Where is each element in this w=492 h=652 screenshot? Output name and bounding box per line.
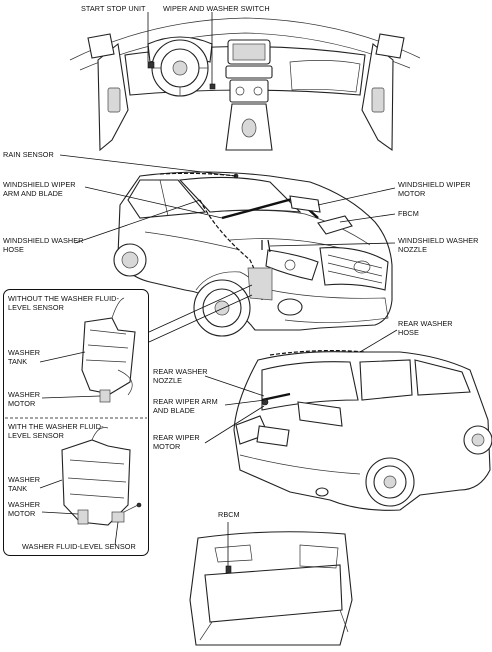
rear-car-illustration xyxy=(204,329,492,511)
cargo-area-illustration xyxy=(189,522,353,646)
washer-tank-label-1: WASHER TANK xyxy=(8,348,41,366)
rear-wiper-motor-label: REAR WIPER MOTOR xyxy=(153,433,200,451)
washer-fluid-level-sensor-label: WASHER FLUID-LEVEL SENSOR xyxy=(22,542,136,551)
windshield-wiper-motor-label: WINDSHIELD WIPER MOTOR xyxy=(398,180,471,198)
dashboard-illustration xyxy=(69,12,421,152)
start-stop-unit-label: START STOP UNIT xyxy=(81,4,146,13)
washer-tank-illustrations xyxy=(5,297,147,546)
with-fluid-level-sensor-heading: WITH THE WASHER FLUID- LEVEL SENSOR xyxy=(8,422,104,440)
windshield-washer-nozzle-label: WINDSHIELD WASHER NOZZLE xyxy=(398,236,479,254)
washer-motor-label-2: WASHER MOTOR xyxy=(8,500,41,518)
washer-tank-inset xyxy=(3,289,149,556)
rain-sensor-label: RAIN SENSOR xyxy=(3,150,54,159)
washer-motor-label-1: WASHER MOTOR xyxy=(8,390,41,408)
without-fluid-level-sensor-heading: WITHOUT THE WASHER FLUID- LEVEL SENSOR xyxy=(8,294,119,312)
front-car-illustration xyxy=(59,154,396,343)
rear-washer-hose-label: REAR WASHER HOSE xyxy=(398,319,453,337)
windshield-wiper-arm-blade-label: WINDSHIELD WIPER ARM AND BLADE xyxy=(3,180,76,198)
windshield-washer-hose-label: WINDSHIELD WASHER HOSE xyxy=(3,236,84,254)
fbcm-label: FBCM xyxy=(398,209,419,218)
rbcm-label: RBCM xyxy=(218,510,240,519)
rear-washer-nozzle-label: REAR WASHER NOZZLE xyxy=(153,367,208,385)
washer-tank-label-2: WASHER TANK xyxy=(8,475,41,493)
rear-wiper-arm-blade-label: REAR WIPER ARM AND BLADE xyxy=(153,397,218,415)
wiper-washer-switch-label: WIPER AND WASHER SWITCH xyxy=(163,4,270,13)
